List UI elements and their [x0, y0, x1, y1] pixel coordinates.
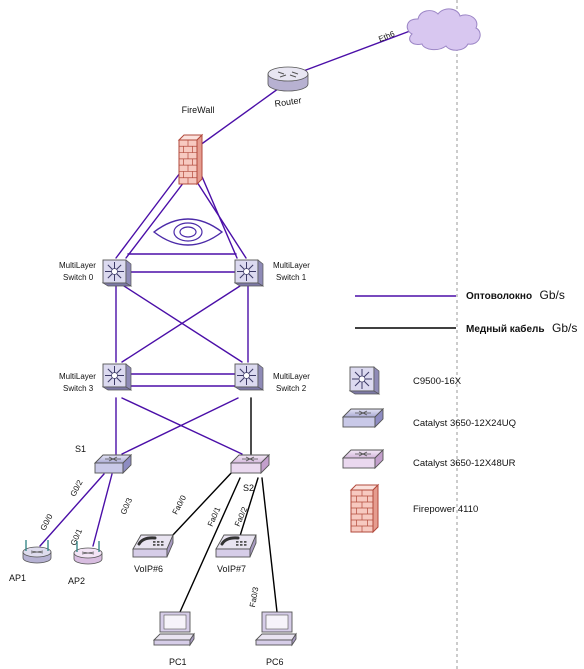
legend-item-c9500: C9500-16X — [413, 376, 462, 387]
switch-s1[interactable] — [93, 453, 133, 475]
ms2-label-1: MultiLayer — [273, 372, 310, 381]
ms0-label-2: Switch 0 — [63, 273, 94, 282]
link-s2-voip7 — [239, 477, 259, 537]
link-labels: Eth6 G0/0 G0/1 G0/2 G0/3 Fa0/0 Fa0/1 Fa0… — [39, 29, 397, 608]
ms0-label-1: MultiLayer — [59, 261, 96, 270]
link-s1-ap2 — [92, 473, 113, 547]
link-ms2-s1 — [121, 397, 239, 455]
link-label-g00: G0/0 — [39, 512, 55, 532]
pc1-label: PC1 — [169, 657, 187, 667]
legend-item-firepower: Firepower 4110 — [413, 504, 478, 515]
link-router-firewall — [195, 85, 283, 149]
legend-switch-pink-icon — [341, 448, 385, 470]
link-ms3-s2 — [121, 397, 243, 455]
legend-switch-blue-icon — [341, 407, 385, 429]
link-ms0-ms2 — [123, 285, 243, 363]
access-point-ap2[interactable] — [73, 541, 103, 565]
cloud-icon[interactable] — [406, 8, 481, 51]
link-s2-voip6 — [171, 469, 235, 537]
pc-pc1[interactable] — [152, 611, 195, 647]
legend-item-3650-48ur: Catalyst 3650-12X48UR — [413, 458, 516, 469]
link-ms1-ms3 — [121, 285, 241, 363]
access-point-ap1[interactable] — [22, 540, 52, 564]
firewall-icon[interactable] — [177, 133, 204, 186]
ip-phone-voip7[interactable] — [215, 534, 257, 558]
pc-pc6[interactable] — [254, 611, 297, 647]
ms3-label-1: MultiLayer — [59, 372, 96, 381]
link-s2-pc1 — [179, 477, 241, 613]
link-label-g03: G0/3 — [119, 496, 135, 516]
link-label-fa00: Fa0/0 — [171, 493, 189, 516]
link-label-g02: G0/2 — [69, 478, 85, 498]
links — [39, 27, 419, 613]
multilayer-switch-1[interactable] — [233, 259, 265, 287]
link-s2-pc6 — [261, 477, 278, 613]
link-label-eth6: Eth6 — [377, 29, 396, 44]
link-firewall-ms0 — [115, 164, 187, 259]
switch-s2[interactable] — [229, 453, 271, 475]
ip-phone-voip6[interactable] — [132, 534, 174, 558]
voip7-label: VoIP#7 — [217, 564, 246, 574]
voip6-label: VoIP#6 — [134, 564, 163, 574]
ms1-label-2: Switch 1 — [276, 273, 307, 282]
eye-icon — [152, 218, 224, 246]
multilayer-switch-2[interactable] — [233, 363, 265, 391]
ms3-label-2: Switch 3 — [63, 384, 94, 393]
s2-label: S2 — [243, 483, 254, 493]
link-label-fa03: Fa0/3 — [248, 586, 261, 608]
link-label-fa02: Fa0/2 — [233, 505, 250, 528]
legend-multilayer-switch-icon — [348, 366, 381, 395]
s1-label: S1 — [75, 444, 86, 454]
link-s1-ap1 — [39, 473, 105, 547]
legend-firewall-icon — [349, 483, 380, 534]
firewall-label: FireWall — [182, 105, 215, 115]
router-label: Router — [274, 95, 302, 109]
link-firewall-ms1-b — [196, 164, 238, 259]
pc6-label: PC6 — [266, 657, 284, 667]
ms2-label-2: Switch 2 — [276, 384, 307, 393]
multilayer-switch-0[interactable] — [101, 259, 133, 287]
router-icon[interactable] — [267, 66, 309, 92]
ap1-label: AP1 — [9, 573, 26, 583]
link-label-fa01: Fa0/1 — [206, 505, 223, 528]
legend: Оптоволокно Gb/s Медный кабель Gb/s C950… — [341, 286, 577, 534]
ap2-label: AP2 — [68, 576, 85, 586]
legend-fiber-text: Оптоволокно Gb/s — [466, 286, 565, 303]
multilayer-switch-3[interactable] — [101, 363, 133, 391]
legend-copper-text: Медный кабель Gb/s — [466, 319, 577, 336]
legend-item-3650-24uq: Catalyst 3650-12X24UQ — [413, 418, 516, 429]
link-router-cloud — [289, 27, 419, 77]
ms1-label-1: MultiLayer — [273, 261, 310, 270]
